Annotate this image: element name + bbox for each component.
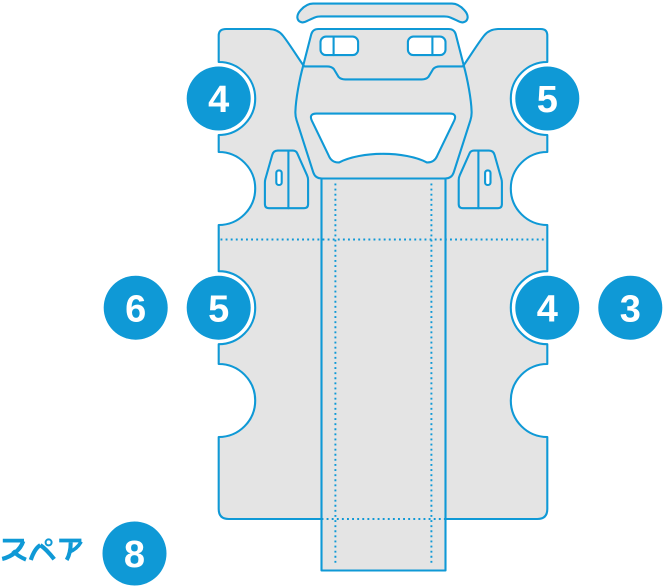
- callout-number: 4: [537, 288, 558, 330]
- callout-circle: [102, 521, 167, 586]
- callout-number: 5: [537, 79, 558, 121]
- tab-slot-right: [484, 169, 492, 187]
- strap-tab-right: [457, 149, 503, 210]
- callout-number: 4: [208, 79, 229, 121]
- kana-a-vertical: [64, 542, 73, 561]
- strap-tab-left: [263, 149, 310, 210]
- tab-outline: [263, 149, 310, 210]
- kana-pe-handakuten: [44, 538, 53, 547]
- callout-number: 5: [208, 288, 229, 330]
- headrest-window-cutout: [309, 112, 457, 164]
- callout-circle: [103, 275, 168, 340]
- callout-circle: [186, 275, 251, 340]
- callout-circle: [186, 66, 251, 131]
- callout-number: 3: [620, 288, 641, 330]
- vent-slot-left: [319, 35, 360, 57]
- callout-circle: [515, 66, 580, 131]
- vent-slot-right: [406, 35, 447, 57]
- kana-pe-right-stroke: [39, 543, 56, 561]
- callout-middle-right: 4: [515, 275, 580, 340]
- vent-outline: [406, 35, 447, 57]
- seat-pattern-body: [217, 27, 549, 572]
- headrest-side-seam-left: [294, 64, 323, 180]
- callout-circle: [598, 275, 663, 340]
- callout-middle-far-left: 6: [103, 275, 168, 340]
- headrest-seam-line: [302, 64, 465, 81]
- callout-spare: 8: [102, 521, 167, 586]
- headrest-side-seam-right: [444, 64, 473, 180]
- spare-label: [1, 538, 83, 562]
- tab-slot-left: [275, 169, 283, 187]
- callout-top-right: 5: [515, 66, 580, 131]
- kana-su-leg: [11, 549, 27, 562]
- top-strap-piece: [296, 2, 469, 24]
- callout-circle: [515, 275, 580, 340]
- vent-outline: [319, 35, 360, 57]
- callout-middle-far-right: 3: [598, 275, 663, 340]
- tab-outline: [457, 149, 503, 210]
- callout-number: 8: [124, 534, 145, 576]
- callout-top-left: 4: [186, 66, 251, 131]
- callout-middle-left: 5: [186, 275, 251, 340]
- kana-pe-left-stroke: [28, 543, 42, 561]
- callout-number: 6: [125, 288, 146, 330]
